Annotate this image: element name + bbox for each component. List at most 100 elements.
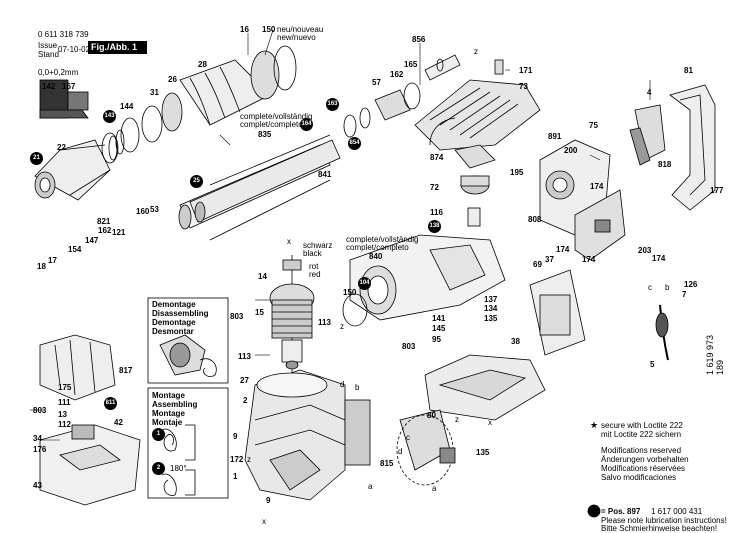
part-label: 1	[233, 472, 238, 481]
part-label: 160	[136, 207, 150, 216]
part-label: 815	[380, 459, 394, 468]
demontage-title: Demontage	[152, 300, 196, 309]
connection-letter: d	[398, 447, 403, 456]
connection-letter: z	[455, 415, 459, 424]
sleeve-parts	[101, 45, 297, 164]
part-label: 126	[684, 280, 698, 289]
callout-badge: 164	[300, 118, 313, 131]
montage-title: Montaje	[152, 418, 183, 427]
part-label: 22	[57, 143, 66, 152]
wire-label: red	[309, 270, 321, 279]
part-label: 154	[68, 245, 82, 254]
figure-label: Fig./Abb. 1	[88, 41, 147, 54]
part-label: 176	[33, 445, 47, 454]
connection-letter: z	[247, 455, 251, 464]
gear-parts	[454, 144, 496, 227]
callout-badge: 25	[190, 175, 203, 188]
modifications-note: Modifications reserved	[601, 446, 682, 455]
part-label: 144	[120, 102, 134, 111]
part-label: 174	[582, 255, 596, 264]
wire-label: schwarz	[303, 241, 333, 250]
complete-note: complete/vollständig	[240, 112, 313, 121]
part-label: 200	[564, 146, 578, 155]
connection-letter: x	[488, 418, 492, 427]
part-number: 0 611 318 739	[38, 30, 89, 39]
connection-letter: b	[355, 383, 360, 392]
electronics-module	[344, 399, 456, 486]
part-label: 818	[658, 160, 672, 169]
loctite-note: mit Loctite 222 sichern	[601, 430, 682, 439]
callout-badge: 138	[428, 220, 441, 233]
demontage-title: Demontage	[152, 318, 196, 327]
part-label: 172	[230, 455, 244, 464]
pos-number: 1 617 000 431	[651, 507, 703, 516]
connection-letter: z	[340, 322, 344, 331]
connection-letter: c	[406, 433, 410, 442]
lower-cover	[424, 354, 546, 421]
loctite-note: secure with Loctite 222	[601, 421, 683, 430]
part-label: 803	[402, 342, 416, 351]
rotation-angle: 180°	[170, 464, 187, 473]
part-label: 121	[112, 228, 126, 237]
tolerance-note: 0,0+0,2mm	[38, 68, 79, 77]
part-label: 803	[230, 312, 244, 321]
part-label: 840	[369, 252, 383, 261]
part-label: 203	[638, 246, 652, 255]
connection-letter: b	[665, 283, 670, 292]
part-label: 817	[119, 366, 133, 375]
issue-date: 07-10-02	[58, 45, 91, 54]
part-label: 165	[404, 60, 418, 69]
spindle-tube	[178, 134, 341, 241]
part-label: 31	[150, 88, 159, 97]
wire-label: black	[303, 249, 322, 258]
part-note: neu/nouveau	[277, 25, 324, 34]
part-label: 5	[650, 360, 655, 369]
connection-letter: c	[648, 283, 652, 292]
part-label: 112	[58, 420, 71, 429]
demontage-title: Desmontar	[152, 327, 194, 336]
part-label: 53	[150, 205, 159, 214]
part-label: 37	[545, 255, 554, 264]
chuck-part	[34, 139, 111, 201]
connection-letter: d	[340, 380, 345, 389]
connection-letter: a	[432, 484, 437, 493]
leader-lines	[30, 29, 651, 441]
part-label: 175	[58, 383, 72, 392]
drawing-number: 1 619 973 189	[705, 334, 725, 375]
part-label: 95	[432, 335, 441, 344]
demontage-illustration	[159, 334, 217, 377]
part-label: 80	[427, 411, 436, 420]
issue-label: Issue	[38, 41, 58, 50]
callout-badge: 104	[358, 277, 371, 290]
part-label: 28	[198, 60, 207, 69]
star-icon: ★	[590, 420, 599, 430]
part-label: 18	[37, 262, 46, 271]
part-label: 162	[390, 70, 404, 79]
connection-letter: a	[368, 482, 373, 491]
part-label: 4	[647, 88, 652, 97]
part-label: 177	[710, 186, 724, 195]
ring-parts-top	[343, 54, 504, 138]
part-label: 171	[519, 66, 533, 75]
side-plate	[529, 269, 586, 356]
part-label: 73	[519, 82, 528, 91]
part-label: 821	[97, 217, 111, 226]
part-label: 874	[430, 153, 444, 162]
modifications-note: Modifications réservées	[601, 464, 686, 473]
part-label: 147	[85, 236, 99, 245]
callout-badge: 163	[326, 98, 339, 111]
part-label: 75	[589, 121, 598, 130]
montage-illustration	[161, 424, 196, 496]
part-label: 167	[62, 82, 76, 91]
part-label: 137	[484, 295, 498, 304]
part-label: 69	[533, 260, 542, 269]
part-label: 841	[318, 170, 332, 179]
part-label: 81	[684, 66, 693, 75]
part-label: 891	[548, 132, 562, 141]
montage-title: Montage	[152, 409, 185, 418]
part-label: 174	[590, 182, 604, 191]
montage-title: Montage	[152, 391, 185, 400]
part-label: 111	[58, 398, 71, 407]
part-label: 116	[430, 208, 443, 217]
part-label: 145	[432, 324, 446, 333]
